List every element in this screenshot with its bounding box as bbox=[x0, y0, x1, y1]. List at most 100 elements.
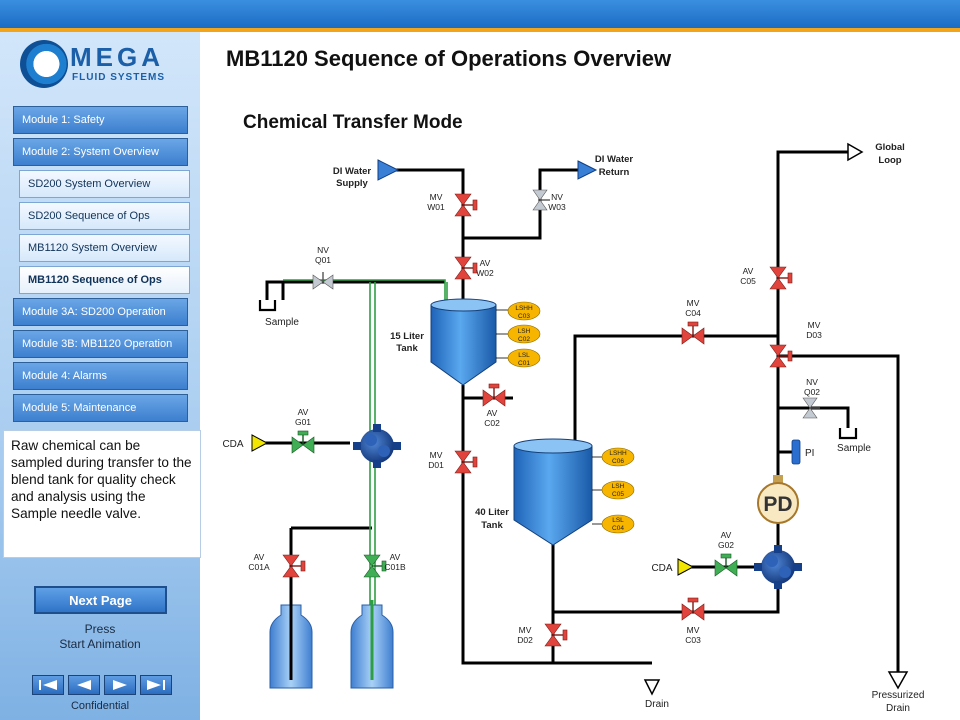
previous-page-icon bbox=[77, 680, 91, 690]
lsl-c04-label: LSL bbox=[612, 517, 624, 524]
nv-q02-label-2: Q02 bbox=[804, 387, 820, 397]
confidential-label: Confidential bbox=[70, 700, 130, 712]
mv-d01-valve[interactable] bbox=[454, 450, 478, 474]
av-c01a-label: AV bbox=[254, 552, 265, 562]
pi-pressure-indicator bbox=[791, 439, 801, 465]
pump-2-icon bbox=[754, 545, 802, 589]
av-c01b-label-2: C01B bbox=[384, 562, 406, 572]
tank-40-liter bbox=[513, 438, 593, 546]
mv-d02-valve[interactable] bbox=[544, 623, 568, 647]
lshh-c06-label-2: C06 bbox=[612, 458, 624, 465]
mv-c03-valve[interactable] bbox=[681, 597, 705, 621]
lshh-c06-label: LSHH bbox=[609, 450, 627, 457]
cda-left-label: CDA bbox=[222, 439, 243, 450]
diagram-labels: DI Water Supply DI Water Return Global L… bbox=[222, 142, 924, 714]
sample-left-cup-icon bbox=[258, 300, 277, 312]
nv-q01-label-2: Q01 bbox=[315, 255, 331, 265]
previous-page-button[interactable] bbox=[68, 675, 100, 695]
sidebar-item-module-5-maintenance[interactable]: Module 5: Maintenance bbox=[13, 394, 188, 422]
di-water-supply-label-2: Supply bbox=[336, 178, 368, 189]
tank-40-label: 40 Liter bbox=[475, 507, 509, 518]
company-logo: MEGA FLUID SYSTEMS bbox=[20, 40, 180, 90]
tank-15-label: 15 Liter bbox=[390, 331, 424, 342]
mv-d01-label-2: D01 bbox=[428, 460, 444, 470]
sidebar-item-mb1120-sequence-of-ops[interactable]: MB1120 Sequence of Ops bbox=[19, 266, 190, 294]
sample-right-cup-icon bbox=[838, 428, 858, 440]
nv-w03-label: NV bbox=[551, 192, 563, 202]
tank-15-liter bbox=[430, 298, 497, 386]
av-c05-label: AV bbox=[743, 266, 754, 276]
info-text-box: Raw chemical can be sampled during trans… bbox=[3, 430, 201, 558]
logo-ring-icon bbox=[20, 40, 68, 88]
av-c01a-valve[interactable] bbox=[282, 554, 306, 578]
av-g01-valve[interactable] bbox=[291, 430, 315, 454]
mv-c04-valve[interactable] bbox=[681, 321, 705, 345]
mv-c04-label-2: C04 bbox=[685, 308, 701, 318]
av-g02-valve[interactable] bbox=[714, 553, 738, 577]
av-c02-label: AV bbox=[487, 408, 498, 418]
page-title: MB1120 Sequence of Operations Overview bbox=[226, 46, 672, 71]
sidebar-item-module-4-alarms[interactable]: Module 4: Alarms bbox=[13, 362, 188, 390]
global-loop-label: Global bbox=[875, 142, 905, 153]
cda-right-label: CDA bbox=[651, 563, 672, 574]
mv-d02-label: MV bbox=[519, 625, 532, 635]
nv-w03-label-2: W03 bbox=[548, 202, 566, 212]
mv-d03-label: MV bbox=[808, 320, 821, 330]
mv-c03-label: MV bbox=[687, 625, 700, 635]
av-c02-valve[interactable] bbox=[482, 383, 506, 407]
sidebar-item-module-2-system-overview[interactable]: Module 2: System Overview bbox=[13, 138, 188, 166]
sidebar-item-module-3b-mb1120-operation[interactable]: Module 3B: MB1120 Operation bbox=[13, 330, 188, 358]
di-water-supply-label: DI Water bbox=[333, 166, 371, 177]
pressurized-drain-label: Pressurized bbox=[872, 690, 925, 701]
lshh-c03-label: LSHH bbox=[515, 305, 533, 312]
lsh-c05-label: LSH bbox=[612, 483, 625, 490]
av-c05-label-2: C05 bbox=[740, 276, 756, 286]
sample-left-label: Sample bbox=[265, 317, 299, 328]
pump-1-icon bbox=[353, 424, 401, 468]
lshh-c03-label-2: C03 bbox=[518, 313, 530, 320]
cda-right-arrow-icon bbox=[677, 558, 695, 576]
av-c05-valve[interactable] bbox=[769, 266, 793, 290]
global-loop-label-2: Loop bbox=[878, 155, 901, 166]
av-c01b-valve[interactable] bbox=[363, 554, 387, 578]
di-water-supply-arrow-icon bbox=[377, 159, 400, 181]
sidebar-item-sd200-system-overview[interactable]: SD200 System Overview bbox=[19, 170, 190, 198]
cda-left-arrow-icon bbox=[251, 434, 269, 452]
next-page-arrow-button[interactable] bbox=[104, 675, 136, 695]
mv-w01-label: MV bbox=[430, 192, 443, 202]
sidebar-item-module-3a-sd200-operation[interactable]: Module 3A: SD200 Operation bbox=[13, 298, 188, 326]
pressurized-drain-arrow-icon bbox=[887, 671, 909, 690]
next-page-button[interactable]: Next Page bbox=[34, 586, 167, 614]
logo-subtitle: FLUID SYSTEMS bbox=[72, 72, 166, 83]
av-g02-label-2: G02 bbox=[718, 540, 734, 550]
av-g01-label: AV bbox=[298, 407, 309, 417]
tank-40-label-2: Tank bbox=[481, 520, 503, 531]
av-w02-valve[interactable] bbox=[454, 256, 478, 280]
tank-15-label-2: Tank bbox=[396, 343, 418, 354]
lsl-c04-label-2: C04 bbox=[612, 525, 624, 532]
pd-pulsation-dampener: PD bbox=[757, 475, 799, 524]
level-sensors-40 bbox=[592, 447, 635, 534]
nv-q01-label: NV bbox=[317, 245, 329, 255]
piping bbox=[265, 150, 900, 672]
sidebar-item-sd200-sequence-of-ops[interactable]: SD200 Sequence of Ops bbox=[19, 202, 190, 230]
lsl-c01-label: LSL bbox=[518, 352, 530, 359]
di-water-return-label: DI Water bbox=[595, 154, 633, 165]
last-page-button[interactable] bbox=[140, 675, 172, 695]
lsl-c01-label-2: C01 bbox=[518, 360, 530, 367]
drain-arrow-icon bbox=[643, 679, 661, 696]
av-g02-label: AV bbox=[721, 530, 732, 540]
mv-c03-label-2: C03 bbox=[685, 635, 701, 645]
first-page-button[interactable] bbox=[32, 675, 64, 695]
first-page-icon bbox=[39, 680, 57, 690]
press-line-1: Press bbox=[84, 622, 116, 636]
nv-q01-valve[interactable] bbox=[312, 271, 334, 290]
mode-title: Chemical Transfer Mode bbox=[243, 112, 463, 133]
mv-d03-valve[interactable] bbox=[769, 344, 793, 368]
sidebar-item-mb1120-system-overview[interactable]: MB1120 System Overview bbox=[19, 234, 190, 262]
pressurized-drain-label-2: Drain bbox=[886, 703, 910, 714]
mv-w01-valve[interactable] bbox=[454, 193, 478, 217]
mv-c04-label: MV bbox=[687, 298, 700, 308]
sidebar-item-module-1-safety[interactable]: Module 1: Safety bbox=[13, 106, 188, 134]
